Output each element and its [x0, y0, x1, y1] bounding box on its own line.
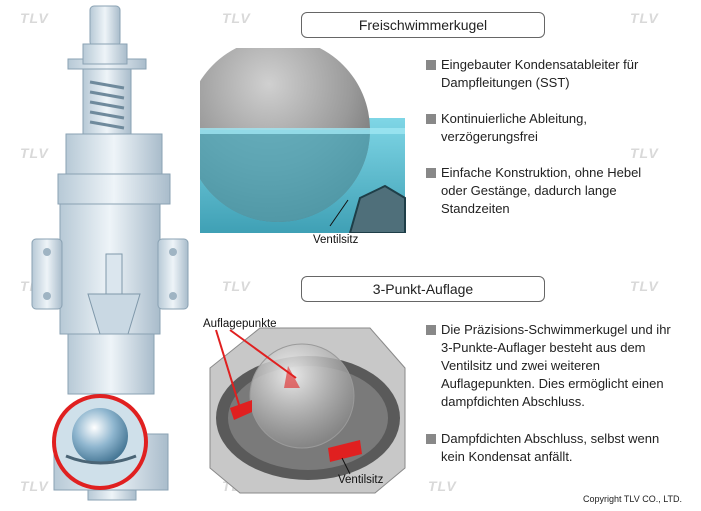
- section1-callout-valve-seat: Ventilsitz: [313, 234, 359, 246]
- section2-callout-valve-seat: Ventilsitz: [338, 474, 384, 486]
- watermark: TLV: [20, 145, 49, 161]
- bullet-line: dampfdichten Abschluss.: [441, 394, 585, 409]
- free-float-ball-illustration: [200, 48, 406, 233]
- watermark: TLV: [630, 145, 659, 161]
- watermark: TLV: [20, 10, 49, 26]
- bullet-square-icon: [426, 434, 436, 444]
- bullet-line: Auflagepunkten. Dies ermöglicht einen: [441, 376, 664, 391]
- watermark: TLV: [222, 10, 251, 26]
- bullet-line: Standzeiten: [441, 201, 510, 216]
- bullet-square-icon: [426, 60, 436, 70]
- bullet-line: Dampfleitungen (SST): [441, 75, 570, 90]
- bullet-line: Eingebauter Kondensatableiter für: [441, 57, 639, 72]
- section1-title: Freischwimmerkugel: [301, 12, 545, 38]
- bullet-line: 3-Punkte-Auflager besteht aus dem: [441, 340, 646, 355]
- watermark: TLV: [630, 278, 659, 294]
- watermark: TLV: [222, 278, 251, 294]
- watermark: TLV: [428, 478, 457, 494]
- section2-callout-support-points: Auflagepunkte: [203, 318, 277, 330]
- bullet-line: kein Kondensat anfällt.: [441, 449, 573, 464]
- bullet-line: Einfache Konstruktion, ohne Hebel: [441, 165, 642, 180]
- bullet-line: verzögerungsfrei: [441, 129, 538, 144]
- watermark: TLV: [20, 478, 49, 494]
- bullet-line: Die Präzisions-Schwimmerkugel und ihr: [441, 322, 671, 337]
- bullet-square-icon: [426, 325, 436, 335]
- watermark: TLV: [630, 10, 659, 26]
- bullet-line: oder Gestänge, dadurch lange: [441, 183, 617, 198]
- copyright-notice: Copyright TLV CO., LTD.: [583, 494, 683, 504]
- bullet-square-icon: [426, 114, 436, 124]
- valve-cutaway-illustration: [31, 5, 189, 501]
- section2-title: 3-Punkt-Auflage: [301, 276, 545, 302]
- three-point-support-illustration: [209, 327, 406, 494]
- bullet-line: Kontinuierliche Ableitung,: [441, 111, 587, 126]
- bullet-line: Dampfdichten Abschluss, selbst wenn: [441, 431, 660, 446]
- bullet-square-icon: [426, 168, 436, 178]
- bullet-line: Ventilsitz und zwei weiteren: [441, 358, 600, 373]
